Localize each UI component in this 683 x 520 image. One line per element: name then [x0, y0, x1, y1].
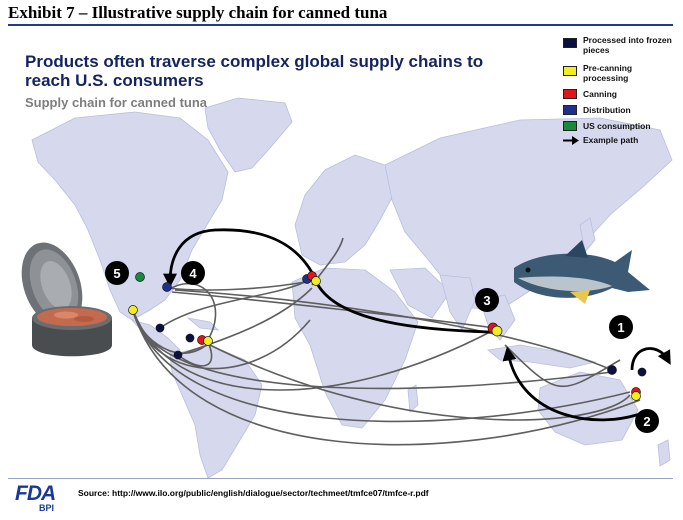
step-badge-1: 1	[609, 315, 633, 339]
arrow-icon	[563, 136, 579, 145]
caribbean	[186, 317, 220, 331]
us-distribution-dot	[162, 282, 172, 292]
pacific-frozen-dot	[607, 365, 617, 375]
svg-text:FDA: FDA	[15, 482, 55, 505]
central-am-frozen-dot	[173, 350, 183, 360]
fiji-frozen-dot	[637, 367, 647, 377]
canning-swatch	[563, 89, 577, 99]
legend-label: Distribution	[583, 105, 631, 115]
us-consumption-dot	[135, 272, 145, 282]
legend-label: US consumption	[583, 121, 651, 131]
step-1-label: 1	[617, 320, 624, 335]
step-4-label: 4	[189, 266, 197, 281]
frozen-swatch	[563, 38, 577, 48]
india	[439, 274, 476, 331]
precanning-swatch	[563, 66, 577, 76]
greenland	[204, 97, 293, 173]
tuna-can-image	[21, 242, 112, 357]
caribbean-frozen-dot	[185, 333, 195, 343]
thailand-precanning-dot	[491, 325, 503, 337]
south-america	[169, 344, 263, 479]
north-america	[31, 111, 229, 321]
africa	[291, 267, 419, 429]
legend-label: Canning	[583, 89, 617, 99]
europe	[294, 154, 396, 266]
location-markers	[128, 271, 647, 401]
new-zealand	[657, 439, 671, 467]
slide-subtitle: Supply chain for canned tuna	[25, 95, 208, 110]
step-5-label: 5	[113, 266, 120, 281]
svg-text:BPI: BPI	[39, 503, 54, 512]
example-path	[163, 228, 671, 422]
step-badges: 5 4 3 1 2	[105, 261, 659, 433]
japan	[579, 217, 596, 253]
source-note: Source: http://www.ilo.org/public/englis…	[78, 488, 429, 498]
step-badge-2: 2	[635, 409, 659, 433]
step-2-label: 2	[643, 414, 650, 429]
pacific-precanning-dot	[631, 391, 641, 401]
tuna-fish-image	[514, 240, 650, 304]
footer-divider	[8, 478, 673, 479]
caribbean-precanning-dot	[203, 336, 213, 346]
slide-title: Products often traverse complex global s…	[25, 52, 484, 90]
distribution-swatch	[563, 105, 577, 115]
legend-label: Example path	[583, 135, 639, 145]
title-divider	[8, 24, 673, 26]
us-consumption-swatch	[563, 121, 577, 131]
fda-logo: FDA BPI	[15, 482, 56, 512]
continents	[31, 97, 673, 479]
legend-label: Pre-canning processing	[583, 63, 633, 83]
us-west-precanning-dot	[128, 305, 138, 315]
mexico-frozen-dot	[155, 323, 165, 333]
exhibit-title: Exhibit 7 – Illustrative supply chain fo…	[8, 3, 388, 22]
supply-paths	[132, 237, 641, 446]
step-3-label: 3	[483, 293, 490, 308]
step-badge-3: 3	[475, 288, 499, 312]
indonesia	[487, 344, 597, 369]
madagascar	[407, 384, 419, 413]
middle-east	[389, 267, 451, 319]
europe-precanning-dot	[311, 276, 321, 286]
legend-label: Processed into frozen pieces	[583, 35, 672, 55]
step-badge-5: 5	[105, 261, 129, 285]
step-badge-4: 4	[181, 261, 205, 285]
